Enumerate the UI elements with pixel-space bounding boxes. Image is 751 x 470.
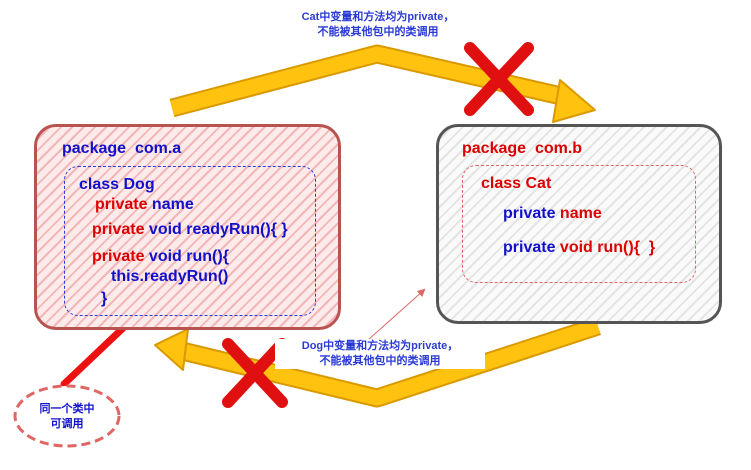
private-keyword: private (92, 221, 145, 238)
bottom-cross-icon (222, 338, 288, 408)
cat-field-name-text: name (559, 205, 602, 222)
note-pointer-line (367, 288, 426, 341)
package-a-box (34, 124, 341, 330)
dog-method-run: private void run(){ (92, 248, 229, 266)
top-note: Cat中变量和方法均为private， 不能被其他包中的类调用 (272, 10, 484, 40)
class-dog-box (64, 166, 316, 316)
dog-field-name: private name (95, 196, 194, 214)
package-a-title: package com.a (62, 140, 181, 158)
bubble-line-2: 可调用 (50, 418, 84, 430)
cat-method-run: private void run(){ } (503, 239, 655, 257)
dog-field-name-text: name (151, 196, 194, 213)
package-a-name: com.a (134, 140, 182, 157)
bubble-line-1: 同一个类中 (39, 403, 95, 415)
cat-method-run-text: void run(){ (559, 239, 640, 256)
package-b-title: package com.b (462, 140, 582, 158)
dog-readyrun-call: this.readyRun() (111, 268, 229, 285)
private-keyword: private (92, 248, 145, 265)
class-cat-box (462, 165, 696, 283)
dog-method-readyrun: private void readyRun(){ } (92, 221, 288, 239)
package-keyword: package (462, 140, 527, 157)
private-keyword: private (95, 196, 148, 213)
package-keyword: package (62, 140, 127, 157)
bottom-note-line-2: 不能被其他包中的类调用 (319, 355, 441, 367)
bottom-note-line-1: Dog中变量和方法均为private， (301, 340, 459, 352)
top-note-line-2: 不能被其他包中的类调用 (317, 26, 439, 38)
dog-closing-brace: } (101, 290, 108, 307)
cat-method-close: } (648, 239, 656, 256)
bottom-note: Dog中变量和方法均为private， 不能被其他包中的类调用 (275, 339, 485, 369)
private-keyword: private (503, 239, 556, 256)
top-note-line-1: Cat中变量和方法均为private， (301, 11, 455, 23)
bubble-text: 同一个类中 可调用 (27, 402, 107, 432)
dog-method-readyrun-text: void readyRun(){ } (148, 221, 288, 238)
private-keyword: private (503, 205, 556, 222)
class-cat-declaration: class Cat (481, 175, 552, 192)
class-dog-declaration: class Dog (79, 176, 155, 193)
package-b-name: com.b (534, 140, 583, 157)
dog-method-run-text: void run(){ (148, 248, 229, 265)
note-bubble (13, 384, 121, 448)
top-cross-icon (464, 42, 534, 116)
cat-field-name: private name (503, 205, 602, 223)
package-b-box (436, 124, 722, 324)
